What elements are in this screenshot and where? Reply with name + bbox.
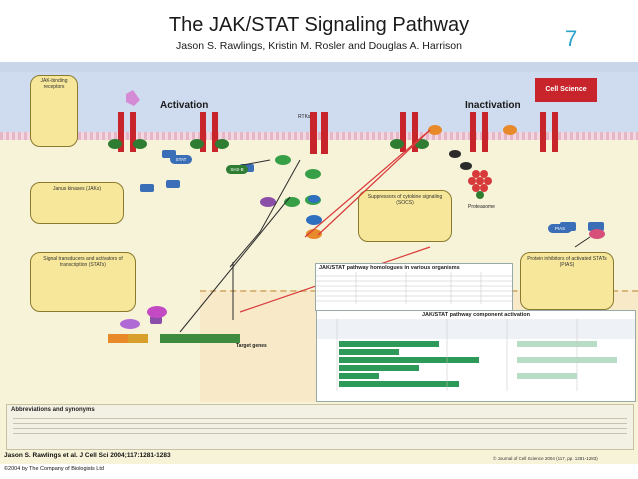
stat-callout-label: Signal transducers and activators of tra…: [43, 256, 123, 268]
pias-tag: PIAS: [548, 224, 572, 233]
gap-node: [306, 215, 322, 225]
sh2b-tag: SH2-B: [226, 165, 248, 174]
target-genes-label: Target genes: [236, 343, 267, 349]
target-gene-bar: [160, 334, 240, 343]
component-table-grid: [317, 319, 635, 391]
journal-logo: Cell Science: [535, 78, 597, 102]
abbreviation-line: [13, 418, 627, 419]
signaling-node: [275, 155, 291, 165]
ctf-protein: [120, 319, 140, 329]
signaling-node: [308, 195, 320, 203]
activation-heading: Activation: [160, 100, 209, 111]
receptor-chain: [482, 112, 488, 152]
receptor-pair-center: [190, 112, 229, 152]
receptor-chain: [212, 112, 218, 152]
abbreviations-box: Abbreviations and synonyms: [6, 404, 634, 450]
dna-promoter: [128, 334, 148, 343]
cofactor-protein: [147, 306, 167, 318]
cell-membrane: [0, 132, 638, 140]
ligand-star: [126, 90, 140, 106]
jak-protein: [215, 139, 229, 149]
pias-protein: [589, 229, 605, 239]
stat-protein: [166, 180, 180, 188]
receptor-chain: [412, 112, 418, 152]
jak-protein: [133, 139, 147, 149]
abbreviation-line: [13, 428, 627, 429]
receptor-chain: [552, 112, 558, 152]
jak-protein: [390, 139, 404, 149]
pias-callout: Protein inhibitors of activated STATs (P…: [520, 252, 614, 310]
pathway-diagram: [108, 90, 605, 343]
homologues-table-title: JAK/STAT pathway homologues in various o…: [319, 265, 460, 271]
abbreviation-line: [13, 423, 627, 424]
citation: Jason S. Rawlings et al. J Cell Sci 2004…: [4, 452, 171, 459]
receptor-chain: [200, 112, 206, 152]
shp-protein: [449, 150, 461, 158]
homologues-table-grid: [316, 272, 512, 304]
rtk-receptor: [310, 112, 328, 154]
receptor-pair-right: [390, 112, 429, 152]
slide-title: The JAK/STAT Signaling Pathway: [168, 14, 470, 36]
arrow: [574, 236, 591, 248]
jak-protein: [190, 139, 204, 149]
slide-authors: Jason S. Rawlings, Kristin M. Rosler and…: [176, 40, 462, 52]
copyright-notice: ©2004 by The Company of Biologists Ltd: [4, 466, 104, 472]
proteasome: [468, 170, 492, 199]
proteasome-label: Proteasome: [468, 204, 495, 210]
receptor-chain: [400, 112, 406, 152]
journal-logo-text: Cell Science: [545, 86, 587, 93]
receptor-pair-left: [108, 112, 147, 152]
dna-promoter: [108, 334, 128, 343]
stat-protein: [140, 184, 154, 192]
abbreviation-line: [13, 433, 627, 434]
stat-protein: [150, 316, 162, 324]
arrow: [229, 159, 301, 268]
arrow: [179, 196, 291, 333]
slide-number: 7: [565, 26, 578, 51]
rtk-chain: [310, 112, 317, 154]
socs-protein: [503, 125, 517, 135]
jak-protein: [108, 139, 122, 149]
socs-callout-label: Suppressors of cytokine signaling (SOCS): [367, 194, 443, 206]
component-activation-table: JAK/STAT pathway component activation: [316, 310, 636, 402]
receptor-chain: [118, 112, 124, 152]
signaling-node: [260, 197, 276, 207]
component-table-title: JAK/STAT pathway component activation: [422, 312, 530, 318]
poster-top-band: [0, 62, 638, 72]
homologues-table: JAK/STAT pathway homologues in various o…: [315, 263, 513, 311]
stat-protein: [588, 222, 604, 231]
receptor-callout: JAK-binding receptors: [30, 75, 78, 147]
journal-reference: © Journal of Cell Science 2004 (117, pp.…: [493, 456, 598, 461]
receptor-chain: [130, 112, 136, 152]
stat-callout: Signal transducers and activators of tra…: [30, 252, 136, 312]
socs-callout: Suppressors of cytokine signaling (SOCS): [358, 190, 452, 242]
receptor-pair-far-right: [470, 112, 558, 152]
inhibition-arrow: [317, 129, 431, 236]
receptor-callout-label: JAK-binding receptors: [40, 78, 68, 90]
inhibition-arrow: [304, 129, 431, 238]
signaling-node: [305, 169, 321, 179]
abbreviations-title: Abbreviations and synonyms: [11, 407, 95, 413]
jak-callout: Janus kinases (JAKs): [30, 182, 124, 224]
jak-callout-label: Janus kinases (JAKs): [52, 186, 102, 192]
inactivation-heading: Inactivation: [465, 100, 521, 111]
shp-protein: [460, 162, 472, 170]
rtks-label: RTKs: [298, 114, 311, 120]
extracellular-space: [0, 72, 638, 134]
pias-callout-label: Protein inhibitors of activated STATs (P…: [527, 256, 607, 268]
stat-tag: STAT: [170, 155, 192, 164]
receptor-chain: [470, 112, 476, 152]
rtk-chain: [321, 112, 328, 154]
socs-node: [306, 229, 322, 239]
receptor-chain: [540, 112, 546, 152]
socs-protein: [428, 125, 442, 135]
